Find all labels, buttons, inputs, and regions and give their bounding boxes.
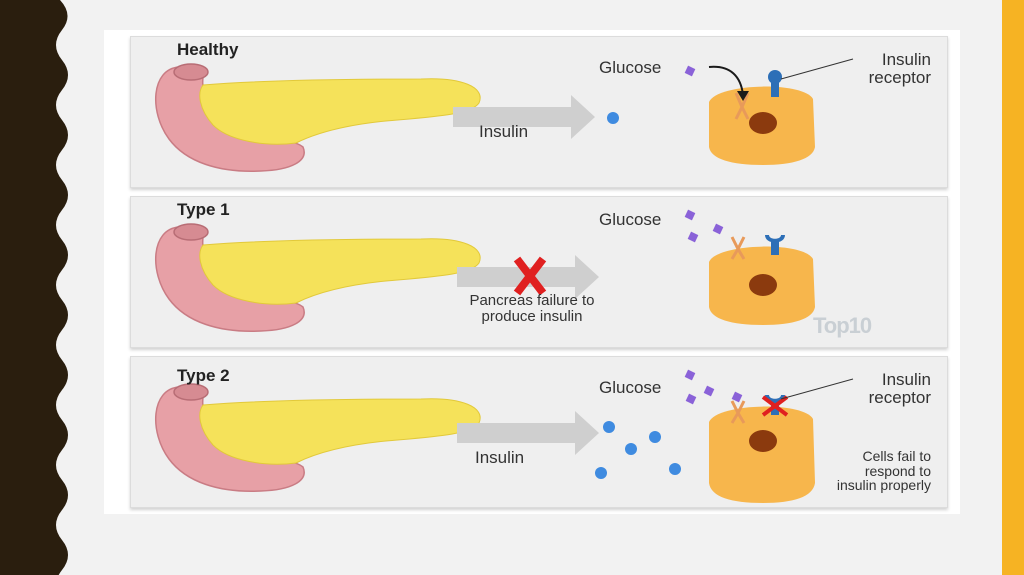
body-cell	[709, 86, 815, 165]
glucose-molecule	[703, 385, 715, 397]
insulin-molecule	[669, 463, 681, 475]
insulin-molecule	[607, 112, 619, 124]
glucose-molecule	[684, 209, 696, 221]
pancreas-illustration	[154, 223, 481, 332]
empty-insulin-receptor	[765, 235, 785, 255]
cell-note: Cells fail to respond to insulin properl…	[836, 448, 931, 494]
insulin-arrow-label: Insulin	[479, 122, 529, 141]
glucose-molecules	[684, 209, 724, 243]
failure-label: Pancreas failure to produce insulin	[469, 292, 595, 325]
insulin-molecules	[595, 421, 681, 479]
slide-left-border	[0, 0, 68, 575]
insulin-arrow-label: Insulin	[475, 448, 525, 467]
panel-title: Healthy	[177, 40, 239, 59]
panel-type-2: Type 2 Glucose Insulin Insulin receptor …	[130, 356, 948, 508]
panel-title: Type 1	[177, 200, 230, 219]
receptor-label: Insulin receptor	[868, 50, 931, 87]
cell-nucleus	[749, 112, 777, 134]
receptor-pointer-line	[780, 58, 854, 80]
insulin-arrow	[453, 95, 595, 139]
glucose-molecule	[687, 231, 699, 243]
pancreas-illustration	[154, 383, 481, 492]
glucose-channel	[734, 92, 750, 120]
glucose-label: Glucose	[599, 58, 662, 77]
blocked-insulin-receptor	[761, 395, 789, 417]
glucose-molecules	[684, 369, 743, 405]
panel-type-1: Type 1 Glucose Pancreas failure to produ…	[130, 196, 948, 348]
panel-title: Type 2	[177, 366, 230, 385]
pancreas-illustration	[154, 63, 481, 172]
diabetes-comparison-figure: Healthy Glucose Insulin Insulin receptor	[104, 30, 960, 514]
insulin-molecule	[625, 443, 637, 455]
glucose-channel	[730, 400, 746, 424]
glucose-molecule	[685, 393, 697, 405]
duodenum-opening	[173, 223, 209, 241]
glucose-entry-arrow	[708, 65, 744, 96]
pancreas-body	[199, 78, 481, 145]
glucose-label: Glucose	[599, 210, 662, 229]
slide-accent-bar	[1002, 0, 1024, 575]
insulin-receptor	[768, 70, 782, 97]
glucose-molecule	[712, 223, 724, 235]
pancreas-body	[199, 238, 481, 305]
glucose-molecule	[684, 65, 696, 77]
body-cell	[709, 406, 815, 503]
duodenum-opening	[173, 63, 209, 81]
pancreas-body	[199, 398, 481, 465]
failure-x-mark	[513, 256, 547, 296]
watermark-logo: Top10	[813, 313, 872, 338]
body-cell	[709, 246, 815, 325]
cell-nucleus	[749, 430, 777, 452]
insulin-molecule	[595, 467, 607, 479]
insulin-molecule	[603, 421, 615, 433]
insulin-molecule	[649, 431, 661, 443]
cell-nucleus	[749, 274, 777, 296]
duodenum-opening	[173, 383, 209, 401]
panel-healthy: Healthy Glucose Insulin Insulin receptor	[130, 36, 948, 188]
receptor-pointer-line	[780, 378, 854, 400]
receptor-label: Insulin receptor	[868, 370, 931, 407]
insulin-arrow	[457, 411, 599, 455]
glucose-entry-arrowhead	[737, 91, 749, 101]
glucose-molecule	[731, 391, 743, 403]
glucose-label: Glucose	[599, 378, 662, 397]
glucose-molecule	[684, 369, 696, 381]
glucose-channel	[730, 236, 746, 260]
